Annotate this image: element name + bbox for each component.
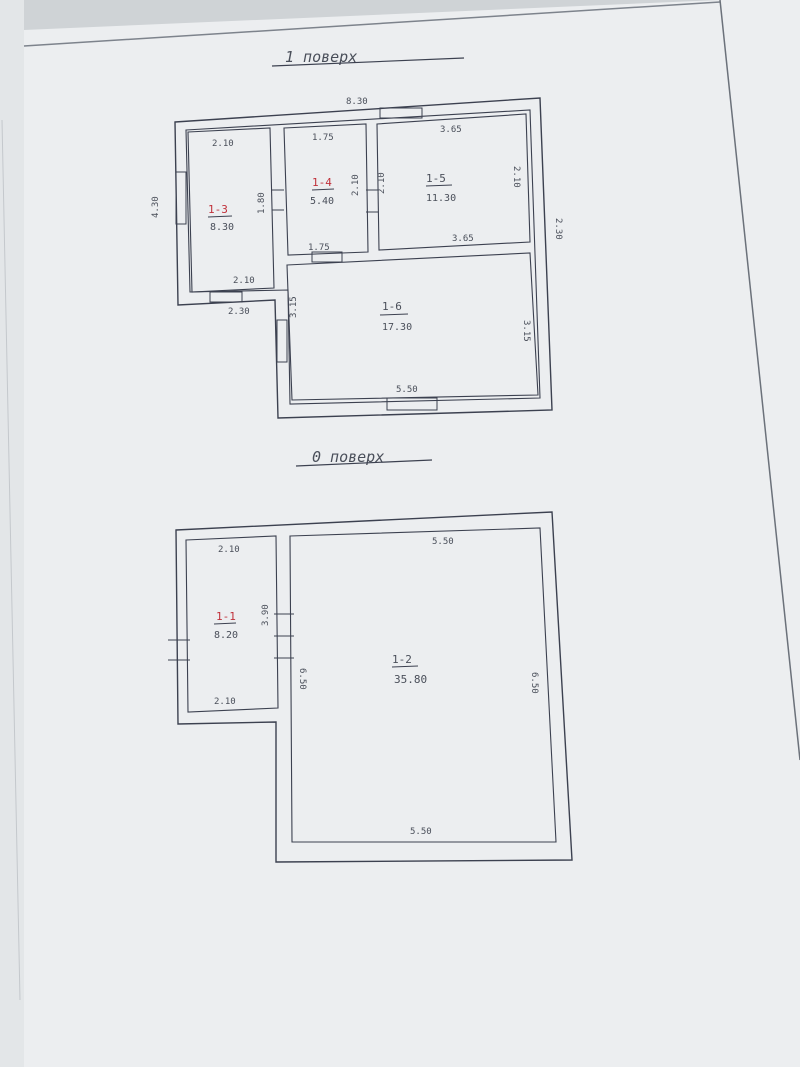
room-1-6-area: 17.30	[382, 322, 412, 333]
room-1-3-outline	[187, 127, 275, 293]
upper-door-room-1-4	[311, 251, 343, 263]
binder-line	[1, 119, 21, 1001]
room-1-3-top-dim: 2.10	[212, 139, 234, 149]
upper-dim-step-width: 2.10	[233, 276, 255, 286]
upper-floor-labels: 8.30 4.30 2.30 2.10 2.30 2.10 1.80 1-3 8…	[151, 97, 563, 395]
room-1-4-bottom-dim: 1.75	[308, 243, 330, 253]
room-1-1-id-underline	[213, 622, 237, 625]
upper-dim-total-width: 8.30	[346, 97, 368, 107]
room-1-2-outline	[289, 527, 557, 843]
room-1-2-area: 35.80	[394, 673, 427, 686]
room-1-5-area: 11.30	[426, 193, 456, 204]
ground-floor-heading: 0 поверх	[312, 448, 384, 466]
page-right-rule	[719, 0, 800, 761]
room-1-6-outline	[286, 252, 539, 401]
room-1-2-id-underline	[391, 665, 419, 668]
room-1-5-right-dim: 2.10	[511, 166, 521, 188]
room-1-6-bottom-dim: 5.50	[396, 385, 418, 395]
ground-heading-underline	[295, 459, 433, 467]
upper-dim-right-height: 2.30	[553, 218, 563, 240]
room-1-1-area: 8.20	[214, 630, 238, 641]
room-1-6-right-dim: 3.15	[521, 320, 531, 342]
room-1-5-bottom-dim: 3.65	[452, 234, 474, 244]
room-1-5-id: 1-5	[426, 172, 446, 185]
ground-floor-labels: 2.10 3.90 2.10 1-1 8.20 5.50 6.50 5.50 6…	[213, 537, 539, 837]
room-1-2-bottom-dim: 5.50	[410, 827, 432, 837]
upper-window-top	[379, 107, 423, 119]
upper-heading-underline	[271, 57, 465, 67]
room-1-3-id: 1-3	[208, 203, 228, 216]
upper-window-room-1-6	[276, 319, 288, 363]
room-1-1-bottom-dim: 2.10	[214, 697, 236, 707]
room-1-2-right-dim: 6.50	[529, 672, 539, 694]
room-1-3-id-underline	[207, 215, 233, 218]
upper-outer-wall	[174, 97, 553, 419]
upper-dim-left-height: 4.30	[151, 196, 161, 218]
room-1-1-side-dim: 3.90	[261, 604, 271, 626]
room-1-4-outline	[283, 123, 369, 256]
room-1-4-area: 5.40	[310, 196, 334, 207]
upper-outer-wall-inner	[185, 109, 541, 405]
upper-floor: 1 поверх	[174, 48, 553, 419]
room-1-2-top-dim: 5.50	[432, 537, 454, 547]
room-1-6-id-underline	[379, 313, 409, 316]
room-1-1-top-dim: 2.10	[218, 545, 240, 555]
upper-window-bottom	[386, 397, 438, 411]
room-1-4-id-underline	[311, 188, 335, 191]
upper-dim-step-outer: 2.30	[228, 307, 250, 317]
room-1-2-id: 1-2	[392, 653, 412, 666]
room-1-6-left-dim: 3.15	[289, 296, 299, 318]
paper-sheet	[24, 0, 800, 1067]
room-1-2-left-dim: 6.50	[297, 668, 307, 690]
upper-door-room-1-3	[209, 291, 243, 303]
room-1-3-area: 8.30	[210, 222, 234, 233]
room-1-5-top-dim: 3.65	[440, 125, 462, 135]
page-top-rule	[23, 1, 721, 47]
room-1-5-id-underline	[425, 184, 453, 187]
upper-floor-heading: 1 поверх	[285, 48, 357, 66]
room-1-3-side-dim: 1.80	[257, 192, 267, 214]
binder-edge	[0, 0, 24, 1067]
room-1-4-id: 1-4	[312, 176, 332, 189]
ground-outer-wall	[175, 511, 573, 863]
room-1-1-id: 1-1	[216, 610, 236, 623]
room-1-1-outline	[185, 535, 279, 713]
ground-floor: 0 поверх	[168, 448, 573, 863]
room-1-5-outline	[376, 113, 531, 251]
room-1-5-left-dim: 2.10	[377, 172, 387, 194]
room-1-4-side-dim: 2.10	[351, 174, 361, 196]
upper-window-left	[175, 171, 187, 225]
room-1-6-id: 1-6	[382, 300, 402, 313]
room-1-4-top-dim: 1.75	[312, 133, 334, 143]
